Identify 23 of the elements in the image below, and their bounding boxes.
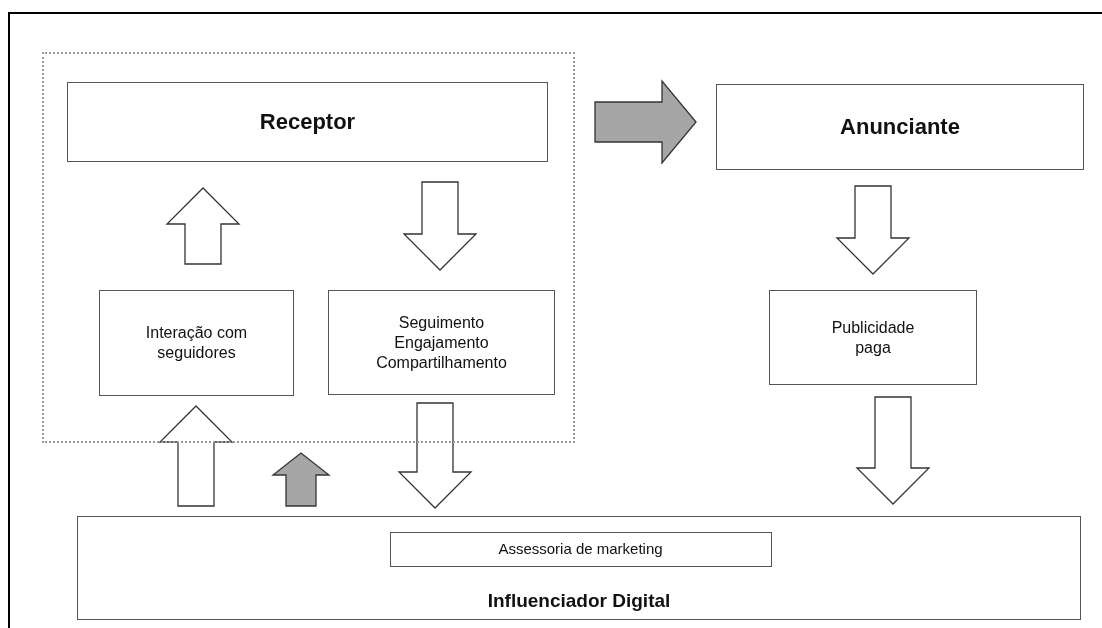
block-arrow <box>271 452 331 507</box>
process-box <box>328 290 555 395</box>
block-arrow <box>594 79 697 165</box>
block-arrow <box>402 181 478 271</box>
process-box <box>389 531 772 567</box>
node-label: Publicidade paga <box>830 317 916 358</box>
block-arrow <box>165 187 241 265</box>
block-arrow <box>855 396 931 505</box>
node-label: Influenciador Digital <box>487 589 671 613</box>
node-label: Anunciante <box>840 113 960 141</box>
process-box <box>769 290 977 385</box>
dotted-group-box <box>42 52 575 443</box>
block-arrow <box>835 185 911 275</box>
node-label: Receptor <box>259 108 356 136</box>
process-box <box>716 84 1084 170</box>
process-box <box>99 290 294 396</box>
block-arrow <box>397 402 473 509</box>
process-box <box>77 516 1081 620</box>
block-arrow <box>158 405 234 507</box>
node-label: Interação com seguidores <box>144 323 249 363</box>
process-box <box>67 82 548 162</box>
node-label: Seguimento Engajamento Compartilhamento <box>375 312 508 373</box>
node-label: Assessoria de marketing <box>498 539 663 559</box>
